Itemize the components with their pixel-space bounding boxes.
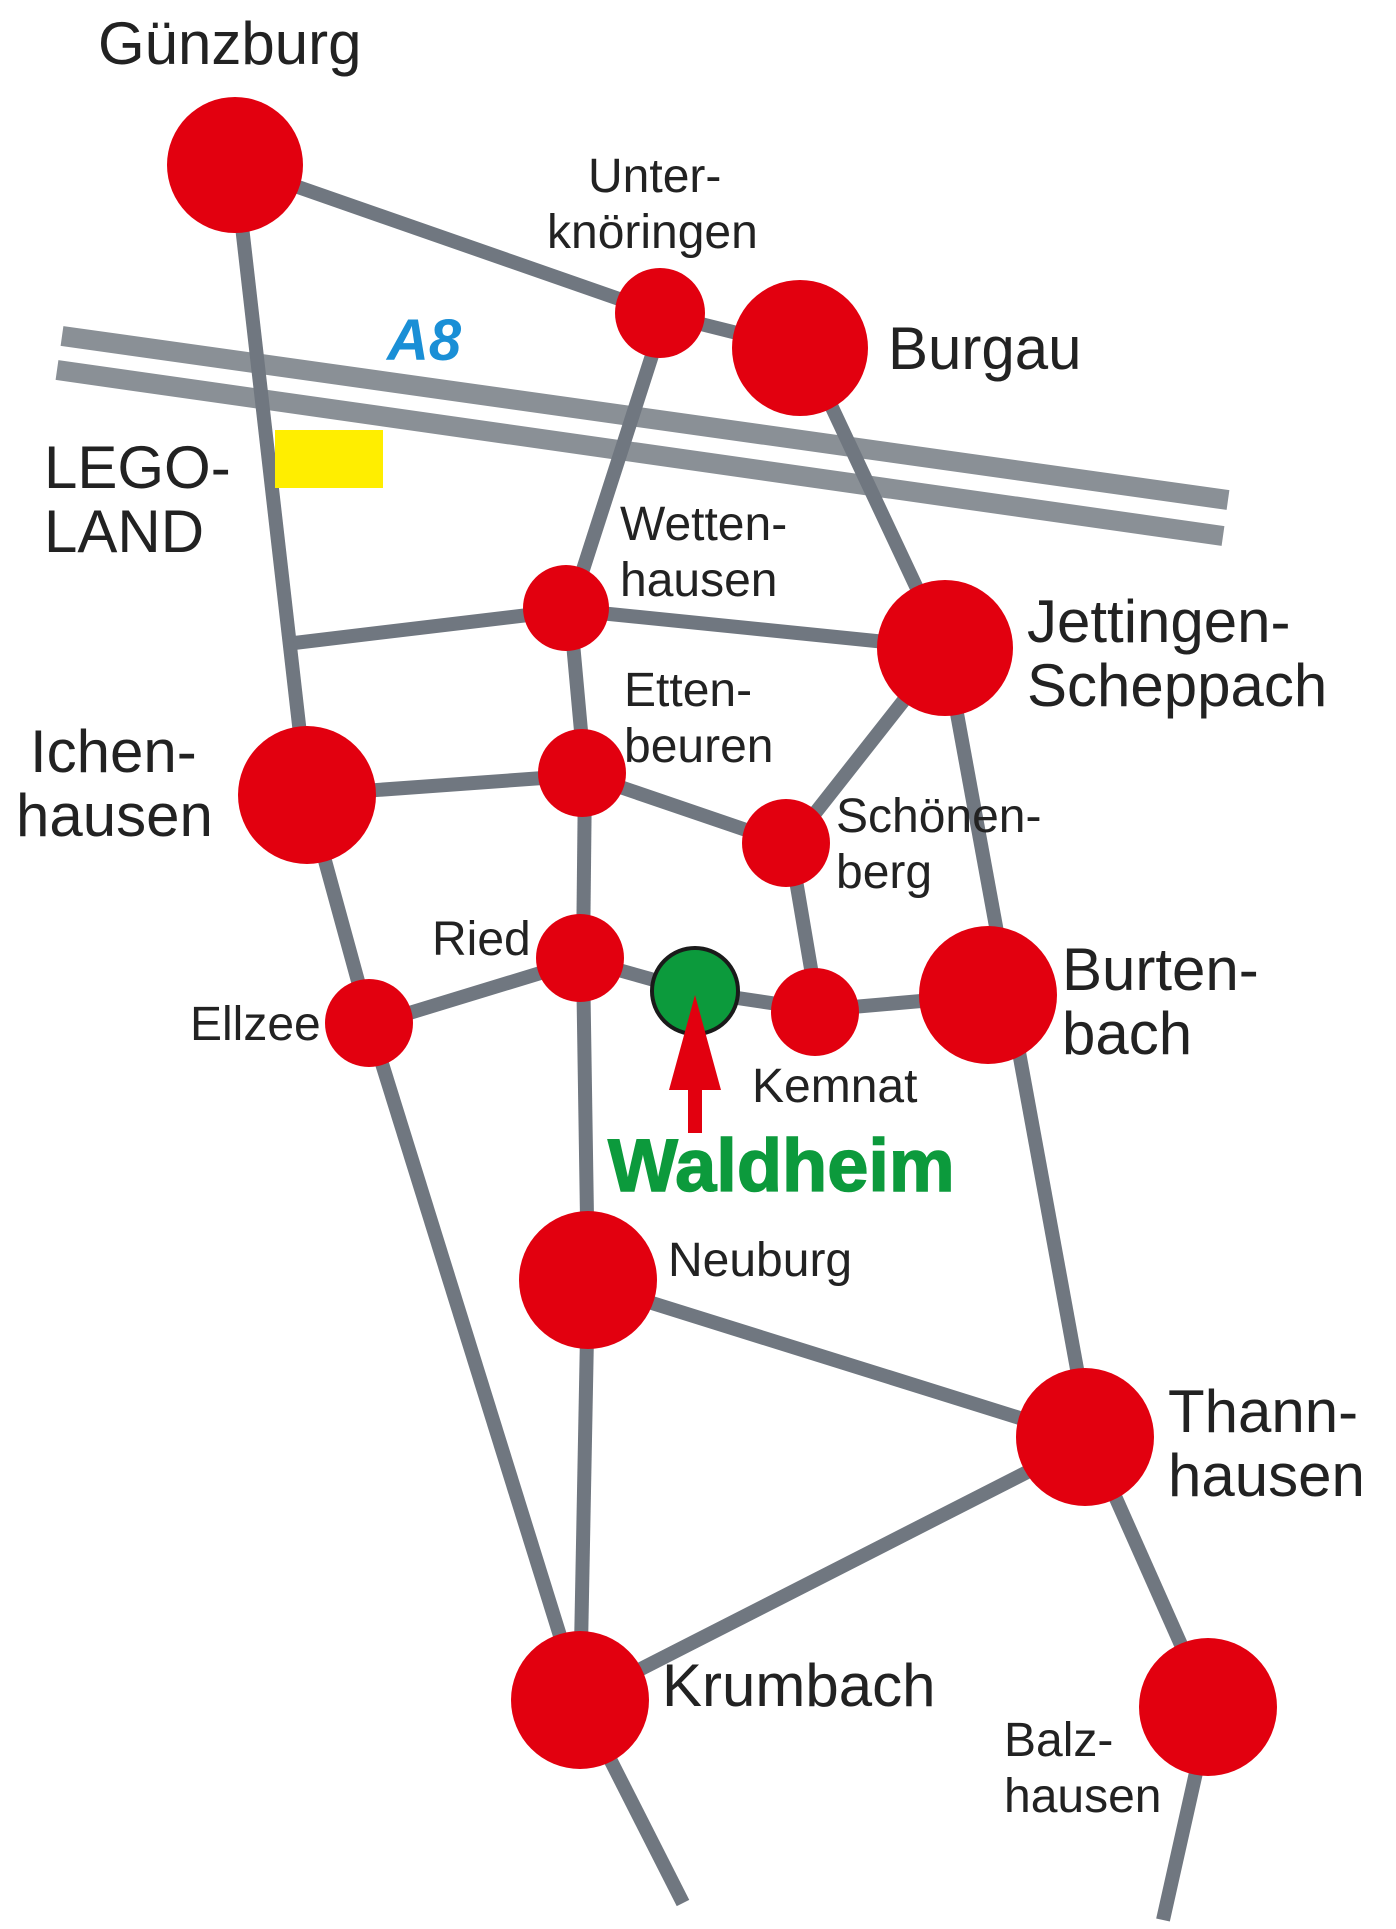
legoland-label-line2: LAND — [44, 498, 204, 565]
town-label-burgau: Burgau — [888, 315, 1081, 382]
town-label-unterknoeringen: Unter- knöringen — [547, 150, 758, 259]
motorway-label-a8: A8 — [385, 308, 462, 373]
road-thannhausen-krumbach — [576, 1433, 1094, 1707]
town-label-krumbach: Krumbach — [662, 1652, 935, 1719]
arrow-icon — [669, 995, 721, 1133]
town-label-balzhausen: Balz- hausen — [1004, 1714, 1161, 1823]
town-marker-burtenbach[interactable] — [919, 926, 1057, 1064]
legoland-label-line1: LEGO- — [44, 434, 231, 501]
town-label-ried: Ried — [432, 913, 531, 966]
town-label-thannhausen: Thann- hausen — [1168, 1378, 1375, 1509]
town-marker-schoenenberg[interactable] — [742, 799, 830, 887]
town-markers — [167, 97, 1277, 1776]
legoland-label: LEGO- LAND — [44, 434, 247, 565]
town-label-ettenbeuren: Etten- beuren — [624, 664, 773, 773]
town-marker-ichenhausen[interactable] — [238, 726, 376, 864]
town-marker-unterknoeringen[interactable] — [615, 268, 705, 358]
town-label-ellzee: Ellzee — [190, 998, 321, 1051]
road-ellzee-krumbach — [363, 1022, 587, 1703]
arrow-head — [669, 995, 721, 1090]
road-guenzburg-ichenhausen — [228, 164, 314, 796]
town-label-neuburg: Neuburg — [668, 1234, 852, 1287]
road-guenzburg-unterknoeringen — [232, 158, 668, 322]
town-marker-krumbach[interactable] — [511, 1631, 649, 1769]
town-label-wettenhausen: Wetten- hausen — [620, 498, 801, 607]
town-marker-guenzburg[interactable] — [167, 97, 303, 233]
road-neuburg-thannhausen — [585, 1276, 1093, 1447]
town-label-ichenhausen: Ichen- hausen — [16, 718, 213, 849]
town-marker-burgau[interactable] — [732, 280, 868, 416]
town-label-guenzburg: Günzburg — [98, 10, 362, 77]
motorway-line-south — [55, 360, 1225, 546]
town-label-jettingen: Jettingen- Scheppach — [1027, 588, 1327, 719]
town-marker-balzhausen[interactable] — [1139, 1638, 1277, 1776]
town-marker-ellzee[interactable] — [325, 979, 413, 1067]
town-marker-jettingen[interactable] — [877, 580, 1013, 716]
town-label-burtenbach: Burten- bach — [1062, 936, 1275, 1067]
town-marker-ried[interactable] — [536, 914, 624, 1002]
town-marker-ettenbeuren[interactable] — [538, 729, 626, 817]
town-marker-thannhausen[interactable] — [1016, 1368, 1154, 1506]
road-neuburg-krumbach — [573, 1282, 595, 1701]
town-marker-kemnat[interactable] — [771, 968, 859, 1056]
town-marker-wettenhausen[interactable] — [523, 565, 609, 651]
town-label-kemnat: Kemnat — [752, 1060, 917, 1113]
legoland-marker — [275, 430, 383, 488]
waldheim-label: Waldheim — [608, 1124, 955, 1207]
town-label-schoenenberg: Schönen- berg — [836, 790, 1055, 899]
road-unterknoeringen-wettenhausen — [563, 312, 672, 613]
town-marker-neuburg[interactable] — [519, 1211, 657, 1349]
